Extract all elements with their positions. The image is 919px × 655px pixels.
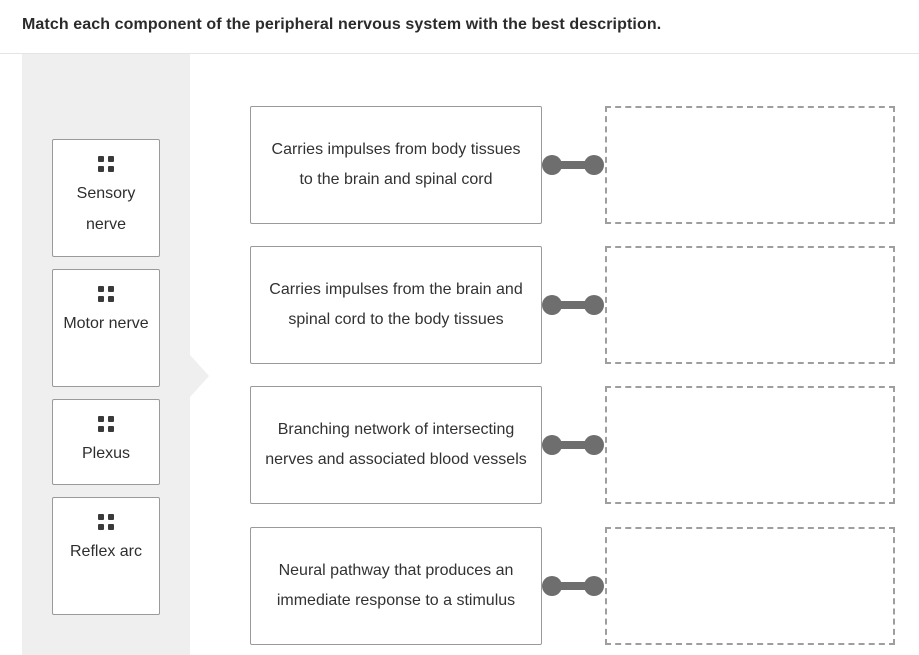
dumbbell-connector-icon	[542, 435, 604, 455]
drop-zone[interactable]	[605, 527, 895, 645]
description-card: Carries impulses from body tissues to th…	[250, 106, 542, 224]
page-title: Match each component of the peripheral n…	[22, 16, 662, 33]
drag-card-label: Sensory nerve	[76, 185, 136, 233]
description-card: Branching network of intersecting nerves…	[250, 386, 542, 504]
drop-zone[interactable]	[605, 386, 895, 504]
description-text: Neural pathway that produces an immediat…	[276, 562, 516, 609]
description-text: Carries impulses from body tissues to th…	[271, 141, 521, 188]
drag-card-sensory-nerve[interactable]: Sensory nerve	[52, 139, 160, 257]
description-card: Neural pathway that produces an immediat…	[250, 527, 542, 645]
description-text: Carries impulses from the brain and spin…	[269, 281, 523, 328]
description-card: Carries impulses from the brain and spin…	[250, 246, 542, 364]
drag-card-reflex-arc[interactable]: Reflex arc	[52, 497, 160, 615]
drop-zone[interactable]	[605, 106, 895, 224]
drag-card-label: Reflex arc	[69, 543, 143, 560]
drag-card-plexus[interactable]: Plexus	[52, 399, 160, 485]
drag-handle-dots-icon[interactable]	[98, 286, 114, 302]
drag-handle-dots-icon[interactable]	[98, 416, 114, 432]
drop-zone[interactable]	[605, 246, 895, 364]
dumbbell-connector-icon	[542, 155, 604, 175]
drag-handle-dots-icon[interactable]	[98, 514, 114, 530]
drag-card-label: Plexus	[81, 445, 131, 462]
drag-handle-dots-icon[interactable]	[98, 156, 114, 172]
description-text: Branching network of intersecting nerves…	[265, 421, 527, 468]
triangle-right-icon	[190, 355, 209, 397]
drag-card-motor-nerve[interactable]: Motor nerve	[52, 269, 160, 387]
source-tray: Sensory nerve Motor nerve Plexus Reflex …	[22, 54, 190, 655]
drag-card-label: Motor nerve	[63, 315, 149, 332]
dumbbell-connector-icon	[542, 576, 604, 596]
dumbbell-connector-icon	[542, 295, 604, 315]
prompt-header: Match each component of the peripheral n…	[0, 0, 919, 54]
